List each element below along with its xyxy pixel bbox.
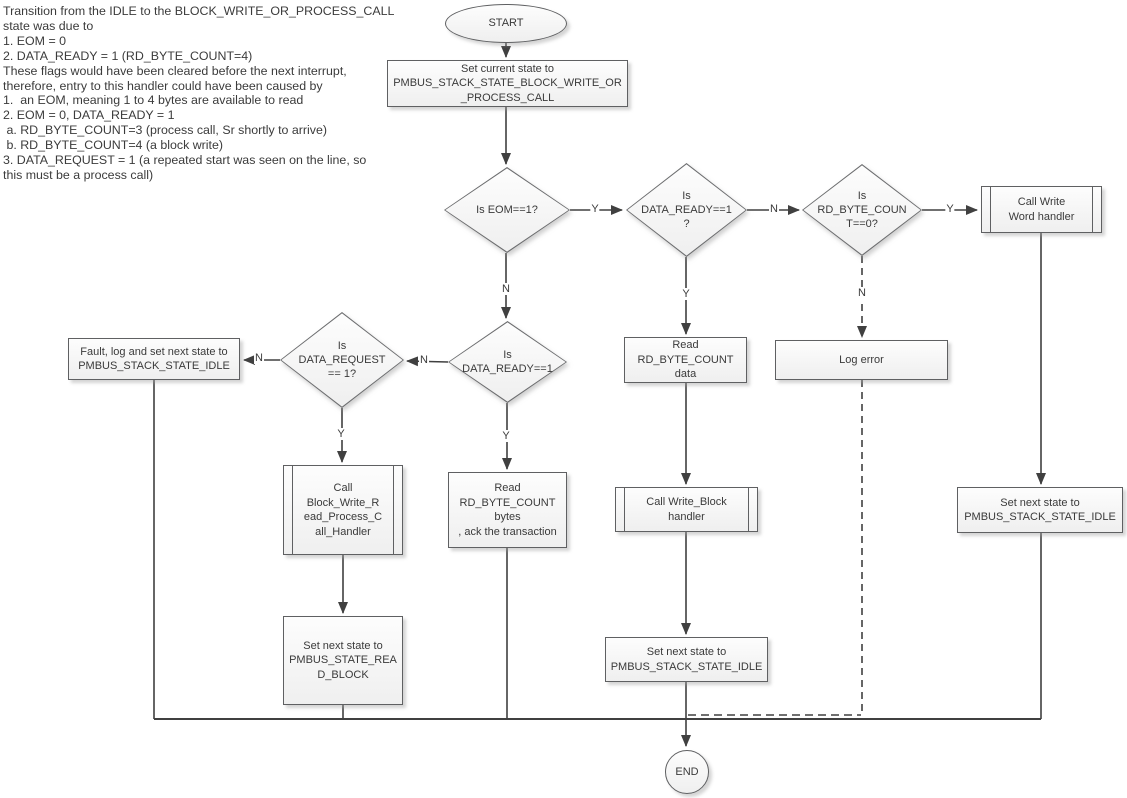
set-next-idle-mid-label: Set next state to PMBUS_STACK_STATE_IDLE [610, 646, 763, 673]
subroutine-bar [748, 488, 749, 531]
decision-is-data-request: Is DATA_REQUEST == 1? [280, 312, 404, 408]
call-write-word-label: Call Write Word handler [1008, 196, 1075, 223]
set-current-state-label: Set current state to PMBUS_STACK_STATE_B… [393, 62, 622, 104]
subroutine-bar [624, 488, 625, 531]
start-terminator: START [445, 4, 567, 43]
call-block-write-handler-box: Call Block_Write_R ead_Process_C all_Han… [283, 465, 403, 555]
read-count-bytes-label: Read RD_BYTE_COUNT bytes , ack the trans… [458, 482, 557, 538]
read-count-data-label: Read RD_BYTE_COUNT data [637, 339, 734, 381]
edge-label-data-request-no: N [254, 352, 264, 364]
edge-label-rd-byte-count-yes: Y [945, 203, 955, 215]
edge-label-data-ready2-yes: Y [501, 430, 511, 442]
decision-is-eom: Is EOM==1? [444, 167, 570, 253]
read-count-data-box: Read RD_BYTE_COUNT data [624, 337, 747, 383]
set-next-idle-right-label: Set next state to PMBUS_STACK_STATE_IDLE [964, 496, 1116, 524]
set-current-state-box: Set current state to PMBUS_STACK_STATE_B… [387, 60, 628, 107]
decision-is-data-ready-2-label: Is DATA_READY==1 [462, 349, 553, 375]
end-terminator: END [665, 750, 709, 794]
edge-label-data-ready2-no: N [419, 354, 429, 366]
start-label: START [488, 17, 524, 30]
decision-is-rd-byte-count-0-label: Is RD_BYTE_COUN T==0? [817, 190, 907, 230]
decision-is-rd-byte-count-0: Is RD_BYTE_COUN T==0? [802, 164, 922, 256]
decision-is-eom-label: Is EOM==1? [476, 204, 538, 216]
end-label: END [675, 765, 699, 778]
fault-log-idle-box: Fault, log and set next state to PMBUS_S… [68, 338, 240, 380]
edge-label-rd-byte-count-no: N [857, 287, 867, 299]
decision-is-data-ready-1-label: Is DATA_READY==1 ? [641, 190, 732, 230]
set-next-idle-mid-box: Set next state to PMBUS_STACK_STATE_IDLE [605, 637, 768, 682]
call-write-block-handler-box: Call Write_Block handler [615, 487, 758, 532]
subroutine-bar [1092, 187, 1093, 232]
call-write-block-handler-label: Call Write_Block handler [646, 496, 727, 523]
decision-is-data-request-label: Is DATA_REQUEST == 1? [298, 340, 386, 380]
set-next-read-block-box: Set next state to PMBUS_STATE_REA D_BLOC… [283, 616, 403, 705]
subroutine-bar [393, 466, 394, 554]
subroutine-bar [292, 466, 293, 554]
read-count-bytes-box: Read RD_BYTE_COUNT bytes , ack the trans… [448, 472, 567, 548]
edge-label-data-request-yes: Y [336, 428, 346, 440]
set-next-idle-right-box: Set next state to PMBUS_STACK_STATE_IDLE [957, 487, 1123, 533]
decision-is-data-ready-2: Is DATA_READY==1 [448, 321, 567, 403]
edge-label-data-ready1-no: N [769, 203, 779, 215]
decision-is-data-ready-1: Is DATA_READY==1 ? [626, 163, 747, 257]
set-next-read-block-label: Set next state to PMBUS_STATE_REA D_BLOC… [289, 639, 397, 681]
call-write-word-box: Call Write Word handler [981, 186, 1102, 233]
call-block-write-handler-label: Call Block_Write_R ead_Process_C all_Han… [303, 482, 383, 538]
subroutine-bar [990, 187, 991, 232]
annotation-text: Transition from the IDLE to the BLOCK_WR… [3, 4, 395, 182]
log-error-label: Log error [839, 353, 884, 366]
edge-label-eom-yes: Y [590, 203, 600, 215]
log-error-box: Log error [775, 340, 948, 380]
edge-label-eom-no: N [501, 283, 511, 295]
fault-log-idle-label: Fault, log and set next state to PMBUS_S… [78, 345, 230, 373]
edge-label-data-ready1-yes: Y [681, 288, 691, 300]
